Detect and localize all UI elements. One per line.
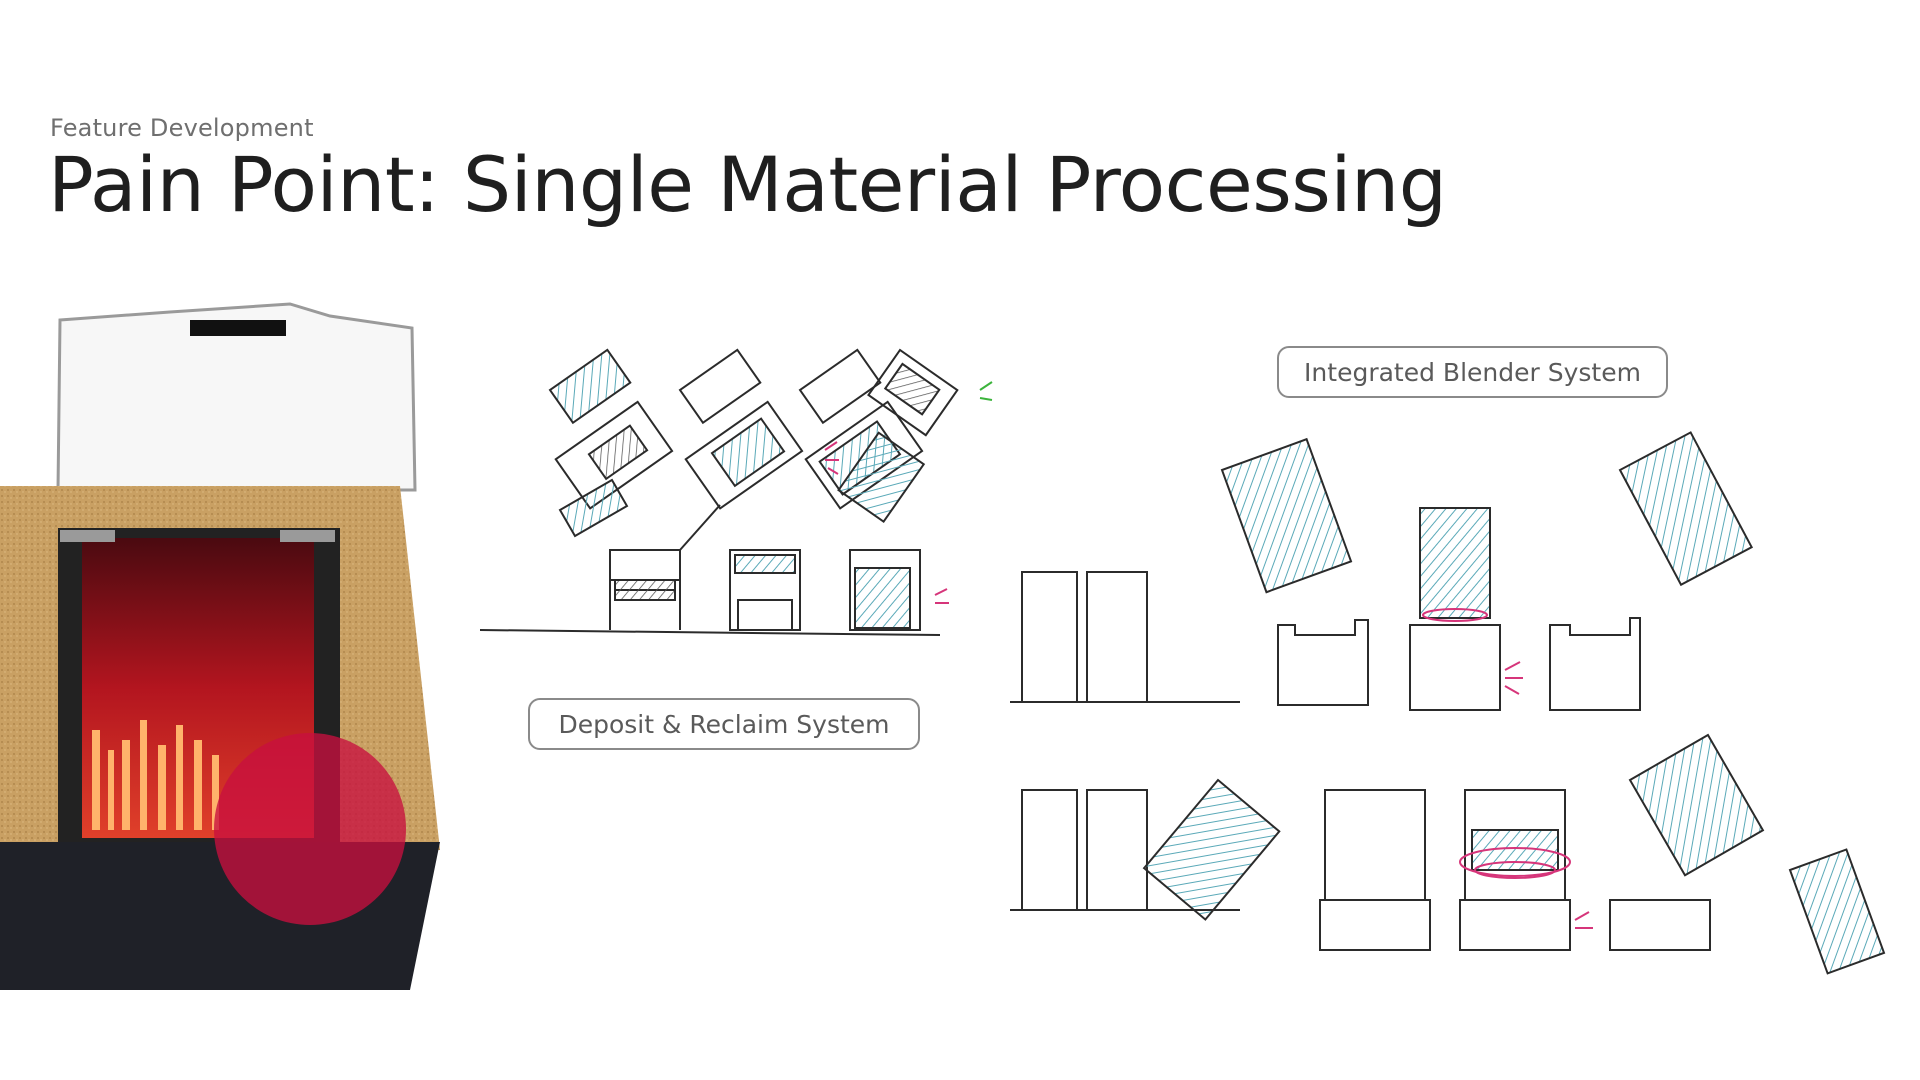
- integrated-blender-label: Integrated Blender System: [1277, 346, 1668, 398]
- product-illustration: [0, 302, 440, 990]
- deposit-sketches: [479, 348, 993, 636]
- blender-sketches: [1010, 431, 1886, 975]
- page-title: Pain Point: Single Material Processing: [48, 140, 1447, 229]
- section-eyebrow: Feature Development: [50, 114, 314, 142]
- deposit-reclaim-label: Deposit & Reclaim System: [528, 698, 920, 750]
